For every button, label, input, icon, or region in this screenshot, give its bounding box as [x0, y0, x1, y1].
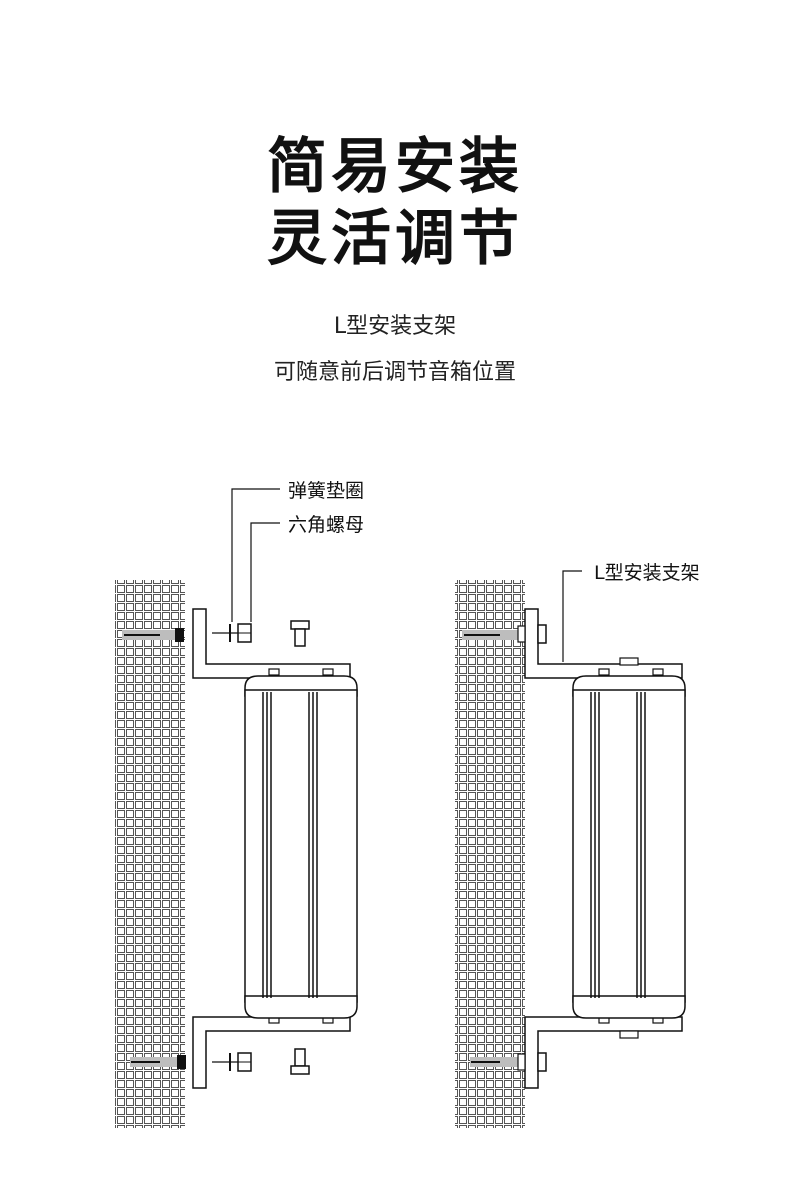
left-bottom-washer-nut: [212, 1052, 252, 1072]
label-hex-nut: 六角螺母: [288, 514, 364, 536]
left-assembly: 弹簧垫圈 六角螺母: [115, 480, 364, 1128]
left-speaker-column: [244, 668, 358, 1024]
leader-spring-washer: [231, 488, 280, 622]
left-top-bolt: [290, 620, 310, 647]
right-assembly: L型安装支架: [455, 562, 700, 1128]
right-bottom-nut: [537, 1052, 547, 1072]
right-top-bracket: [524, 608, 683, 679]
right-bottom-bracket: [524, 1016, 683, 1089]
left-top-bracket: [192, 608, 351, 679]
label-spring-washer: 弹簧垫圈: [288, 480, 364, 502]
heading-line-2: 灵活调节: [267, 204, 523, 274]
left-bottom-bolt: [290, 1048, 310, 1075]
leader-hex-nut: [250, 522, 280, 622]
subheading-line-2: 可随意前后调节音箱位置: [273, 360, 516, 385]
leader-bracket: [562, 570, 582, 662]
subheading-line-1: L型安装支架: [333, 314, 457, 339]
right-top-nut: [537, 624, 547, 644]
left-wall: [115, 580, 185, 1128]
right-wall: [455, 580, 525, 1128]
left-bottom-bracket: [192, 1016, 351, 1089]
left-top-washer-nut: [212, 623, 252, 643]
label-bracket: L型安装支架: [594, 562, 700, 584]
right-speaker-column: [572, 675, 686, 1019]
heading-line-1: 简易安装: [267, 132, 523, 202]
